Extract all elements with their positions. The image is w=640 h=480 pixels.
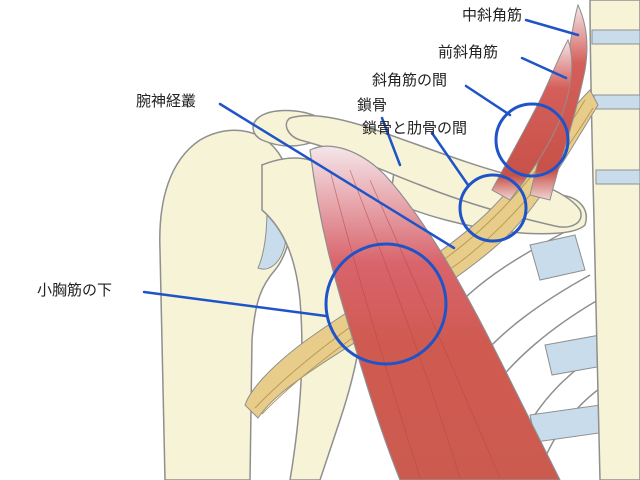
label-interscalene: 斜角筋の間 — [372, 71, 448, 89]
label-brachial-plexus: 腕神経叢 — [136, 92, 197, 110]
label-middle-scalene: 中斜角筋 — [462, 6, 523, 24]
label-anterior-scalene: 前斜角筋 — [438, 43, 499, 61]
label-costoclavicular: 鎖骨と肋骨の間 — [362, 119, 468, 137]
anterior-scalene-shape — [491, 38, 573, 201]
label-clavicle: 鎖骨 — [357, 96, 388, 114]
interscalene-circle — [494, 102, 570, 178]
highlight-circles — [324, 102, 570, 366]
spine — [589, 0, 640, 480]
costoclavicular-pointer — [430, 131, 470, 187]
pectoralis-minor-pointer — [142, 290, 328, 318]
label-pectoralis-minor-under: 小胸筋の下 — [37, 281, 113, 299]
pectoralis-fibers — [329, 169, 501, 479]
middle-scalene-pointer — [524, 18, 580, 37]
costoclavicular-circle — [458, 173, 528, 243]
pectoralis-minor-circle — [324, 242, 448, 366]
pointer-lines — [142, 18, 580, 318]
interscalene-pointer — [464, 84, 512, 117]
anterior-scalene-pointer — [520, 56, 568, 80]
clavicle-pointer — [380, 116, 402, 167]
brachial-plexus-pointer — [218, 102, 456, 250]
